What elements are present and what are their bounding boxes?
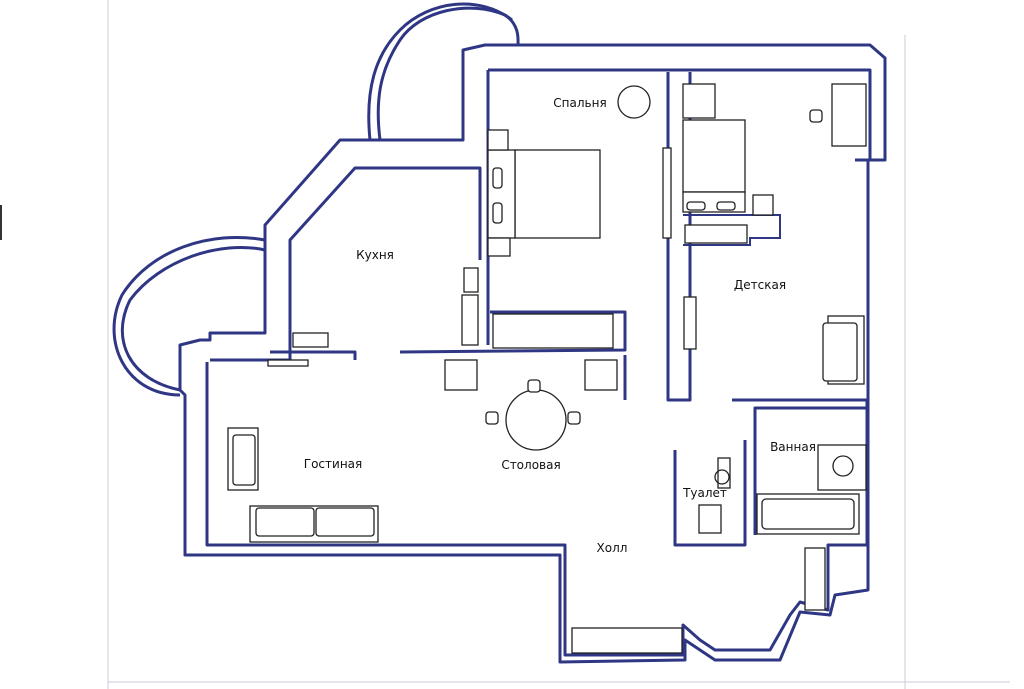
furniture <box>227 83 867 654</box>
room-label-living-room: Гостиная <box>303 457 363 471</box>
desk <box>831 83 867 147</box>
wardrobe <box>492 313 614 349</box>
single-bed <box>682 119 746 193</box>
toilet-bowl <box>714 469 730 485</box>
balconies <box>112 2 520 397</box>
tv-panel <box>662 147 672 239</box>
double-bed <box>514 149 601 239</box>
room-label-dining-room: Столовая <box>501 458 561 472</box>
room-label-kids-room: Детская <box>733 278 787 292</box>
room-label-hall: Холл <box>596 541 628 555</box>
room-label-bedroom: Спальня <box>553 96 607 110</box>
room-label-kitchen: Кухня <box>356 248 394 262</box>
room-label-bathroom: Ванная <box>770 440 816 454</box>
dining-table <box>505 389 567 451</box>
hall-wardrobe <box>571 627 683 654</box>
round-chair <box>617 85 651 119</box>
sink <box>832 455 854 477</box>
room-label-toilet: Туалет <box>683 486 727 500</box>
interior-walls <box>270 72 870 547</box>
